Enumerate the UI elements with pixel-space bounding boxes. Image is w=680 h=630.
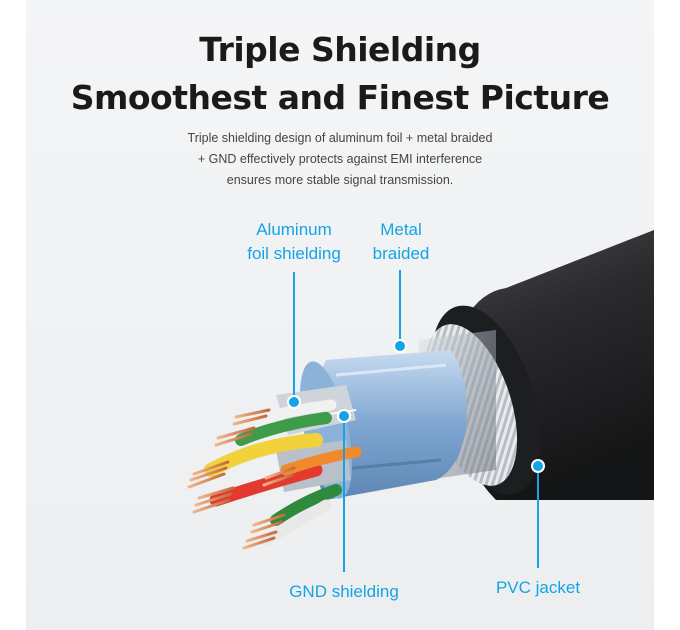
pvc-callout-dot [531,459,545,473]
heading-line-2: Smoothest and Finest Picture [70,78,610,117]
description-line-2: + GND effectively protects against EMI i… [197,152,483,166]
callout-metal-braided: Metal braided [356,218,446,266]
heading-line-1: Triple Shielding [199,30,481,69]
callout-aluminum-line-2: foil shielding [247,244,341,263]
callout-pvc-jacket: PVC jacket [495,578,581,597]
aluminum-callout-dot [287,395,301,409]
copper-conductors [187,408,296,550]
callout-aluminum-line-1: Aluminum [256,220,332,239]
callout-gnd-shielding: GND shielding [289,582,399,601]
callout-dots [287,339,545,473]
metal-callout-dot [393,339,407,353]
callout-metal-line-1: Metal [380,220,422,239]
gnd-callout-dot [337,409,351,423]
callout-lines [293,270,539,572]
callout-aluminum-foil: Aluminum foil shielding [222,218,366,266]
description-line-1: Triple shielding design of aluminum foil… [187,131,493,145]
cable-illustration [187,230,654,572]
callout-metal-line-2: braided [372,244,430,263]
product-panel: Triple Shielding Smoothest and Finest Pi… [26,0,654,630]
description-line-3: ensures more stable signal transmission. [226,173,454,187]
